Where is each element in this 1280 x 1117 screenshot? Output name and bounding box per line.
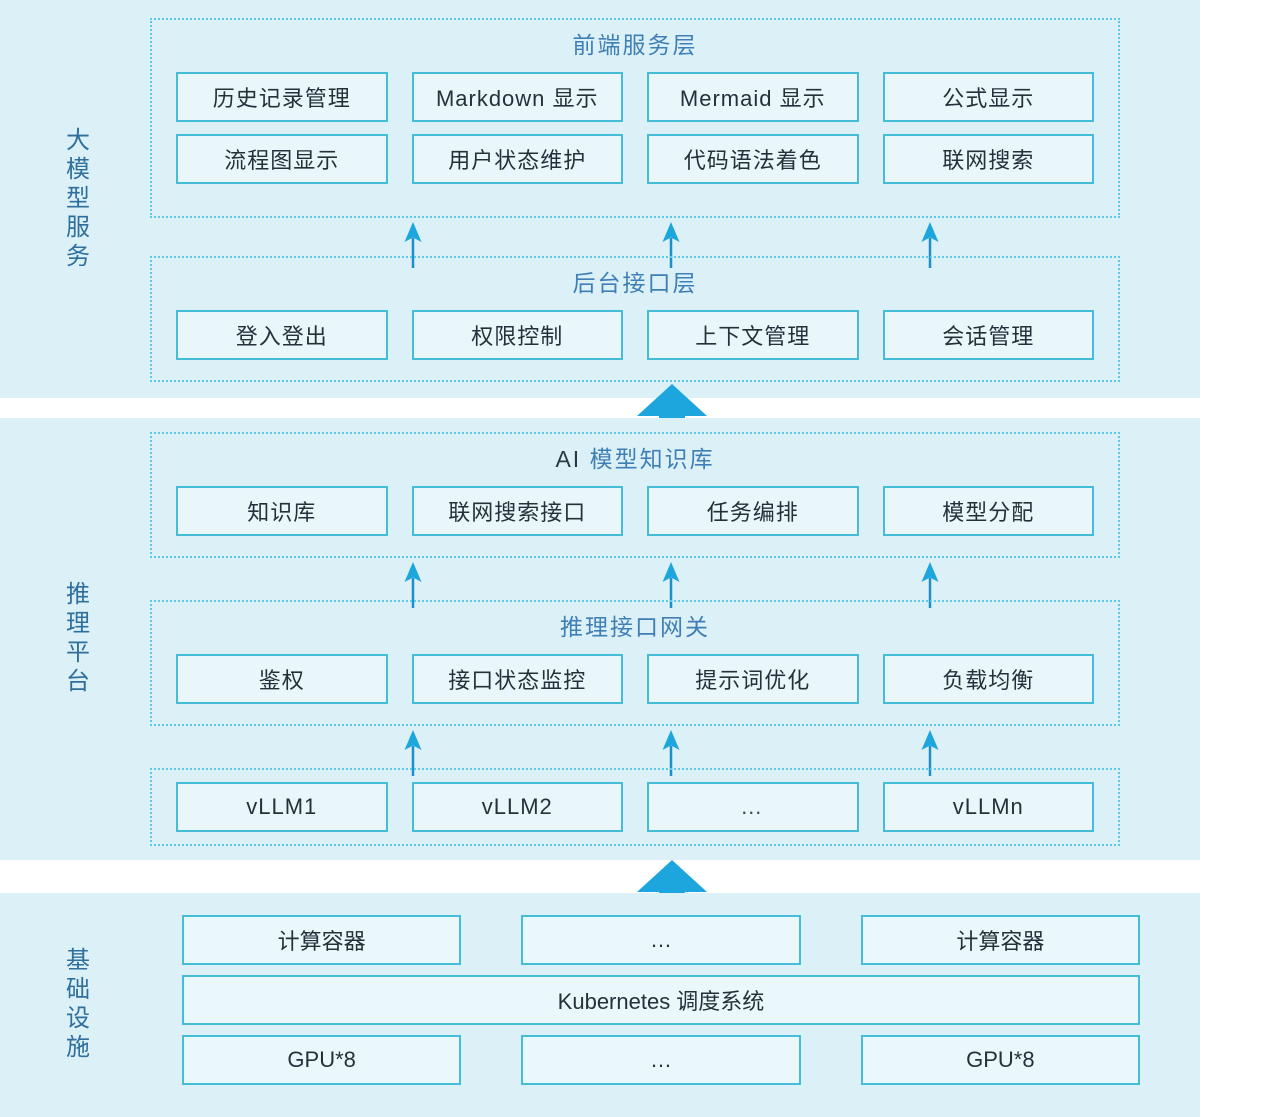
box-authentication[interactable]: 鉴权 bbox=[176, 654, 388, 705]
kb-row-1: 知识库 联网搜索接口 任务编排 模型分配 bbox=[152, 486, 1118, 537]
box-login-logout[interactable]: 登入登出 bbox=[176, 310, 388, 361]
arrow-vllm-to-gateway-2 bbox=[660, 730, 682, 776]
infra-row-kubernetes: Kubernetes 调度系统 bbox=[182, 975, 1140, 1025]
group-frontend-service-layer: 前端服务层 历史记录管理 Markdown 显示 Mermaid 显示 公式显示… bbox=[150, 18, 1120, 218]
box-model-allocation[interactable]: 模型分配 bbox=[882, 486, 1094, 537]
frontend-row-1: 历史记录管理 Markdown 显示 Mermaid 显示 公式显示 bbox=[152, 72, 1118, 123]
section-body-inference-platform: AI 模型知识库 知识库 联网搜索接口 任务编排 模型分配 bbox=[150, 418, 1200, 860]
arrow-backend-to-frontend-3 bbox=[919, 222, 941, 268]
arrow-gateway-to-kb-2 bbox=[660, 562, 682, 608]
box-web-search[interactable]: 联网搜索 bbox=[882, 134, 1094, 185]
box-session-management[interactable]: 会话管理 bbox=[882, 310, 1094, 361]
group-vllm-instances: vLLM1 vLLM2 … vLLMn bbox=[150, 768, 1120, 846]
box-vllm-1[interactable]: vLLM1 bbox=[176, 782, 388, 832]
box-compute-container-2[interactable]: 计算容器 bbox=[860, 915, 1140, 965]
box-user-state-maintenance[interactable]: 用户状态维护 bbox=[411, 134, 623, 185]
gateway-row-1: 鉴权 接口状态监控 提示词优化 负载均衡 bbox=[152, 654, 1118, 705]
box-gpu-1[interactable]: GPU*8 bbox=[182, 1035, 462, 1085]
frontend-row-2: 流程图显示 用户状态维护 代码语法着色 联网搜索 bbox=[152, 134, 1118, 185]
box-vllm-n[interactable]: vLLMn bbox=[882, 782, 1094, 832]
arrow-infra-to-platform bbox=[637, 860, 707, 908]
section-body-infrastructure: 计算容器 … 计算容器 Kubernetes 调度系统 GPU*8 … GPU*… bbox=[150, 893, 1200, 1117]
vllm-row-1: vLLM1 vLLM2 … vLLMn bbox=[152, 782, 1118, 832]
section-model-service: 大模型服务 前端服务层 历史记录管理 Markdown 显示 Mermaid 显… bbox=[0, 0, 1200, 398]
group-inference-api-gateway: 推理接口网关 鉴权 接口状态监控 提示词优化 负载均衡 bbox=[150, 600, 1120, 726]
group-title-ai-prefix: AI bbox=[555, 446, 582, 472]
box-compute-container-1[interactable]: 计算容器 bbox=[182, 915, 462, 965]
section-label-model-service: 大模型服务 bbox=[61, 126, 89, 272]
box-permission-control[interactable]: 权限控制 bbox=[411, 310, 623, 361]
group-ai-model-knowledge-base: AI 模型知识库 知识库 联网搜索接口 任务编排 模型分配 bbox=[150, 432, 1120, 558]
box-kubernetes-scheduler[interactable]: Kubernetes 调度系统 bbox=[182, 975, 1140, 1025]
box-compute-container-ellipsis: … bbox=[521, 915, 801, 965]
infra-row-gpu: GPU*8 … GPU*8 bbox=[182, 1035, 1140, 1085]
group-title-inference-api-gateway: 推理接口网关 bbox=[560, 614, 710, 640]
box-vllm-ellipsis: … bbox=[647, 782, 859, 832]
section-body-model-service: 前端服务层 历史记录管理 Markdown 显示 Mermaid 显示 公式显示… bbox=[150, 0, 1200, 398]
group-backend-interface-layer: 后台接口层 登入登出 权限控制 上下文管理 会话管理 bbox=[150, 256, 1120, 382]
arrow-vllm-to-gateway-1 bbox=[402, 730, 424, 776]
box-code-syntax-highlight[interactable]: 代码语法着色 bbox=[647, 134, 859, 185]
box-knowledge-base[interactable]: 知识库 bbox=[176, 486, 388, 537]
arrow-gateway-to-kb-3 bbox=[919, 562, 941, 608]
section-inference-platform: 推理平台 AI 模型知识库 知识库 联网搜索接口 任务编排 模型分配 bbox=[0, 418, 1200, 860]
infra-row-containers: 计算容器 … 计算容器 bbox=[182, 915, 1140, 965]
arrow-backend-to-frontend-2 bbox=[660, 222, 682, 268]
box-context-management[interactable]: 上下文管理 bbox=[647, 310, 859, 361]
box-formula-display[interactable]: 公式显示 bbox=[882, 72, 1094, 123]
group-title-backend-interface-layer: 后台接口层 bbox=[572, 270, 698, 296]
arrow-vllm-to-gateway-3 bbox=[919, 730, 941, 776]
box-task-orchestration[interactable]: 任务编排 bbox=[647, 486, 859, 537]
box-history-management[interactable]: 历史记录管理 bbox=[176, 72, 388, 123]
box-flowchart-display[interactable]: 流程图显示 bbox=[176, 134, 388, 185]
section-label-infrastructure: 基础设施 bbox=[61, 947, 89, 1063]
group-title-ai-model-knowledge-base: AI 模型知识库 bbox=[152, 434, 1118, 472]
backend-row-1: 登入登出 权限控制 上下文管理 会话管理 bbox=[152, 310, 1118, 361]
box-prompt-optimization[interactable]: 提示词优化 bbox=[647, 654, 859, 705]
section-label-inference-platform: 推理平台 bbox=[61, 581, 89, 697]
group-title-frontend-service-layer: 前端服务层 bbox=[572, 32, 698, 58]
arrow-platform-to-model-service bbox=[637, 384, 707, 432]
box-web-search-api[interactable]: 联网搜索接口 bbox=[411, 486, 623, 537]
box-gpu-ellipsis: … bbox=[521, 1035, 801, 1085]
arrow-gateway-to-kb-1 bbox=[402, 562, 424, 608]
box-gpu-2[interactable]: GPU*8 bbox=[860, 1035, 1140, 1085]
box-mermaid-display[interactable]: Mermaid 显示 bbox=[647, 72, 859, 123]
box-markdown-display[interactable]: Markdown 显示 bbox=[411, 72, 623, 123]
arrow-backend-to-frontend-1 bbox=[402, 222, 424, 268]
box-load-balancing[interactable]: 负载均衡 bbox=[882, 654, 1094, 705]
box-api-status-monitoring[interactable]: 接口状态监控 bbox=[411, 654, 623, 705]
section-infrastructure: 基础设施 计算容器 … 计算容器 Kubernetes 调度系统 GPU*8 …… bbox=[0, 893, 1200, 1117]
box-vllm-2[interactable]: vLLM2 bbox=[411, 782, 623, 832]
group-title-knowledge-base-text: 模型知识库 bbox=[589, 446, 715, 472]
